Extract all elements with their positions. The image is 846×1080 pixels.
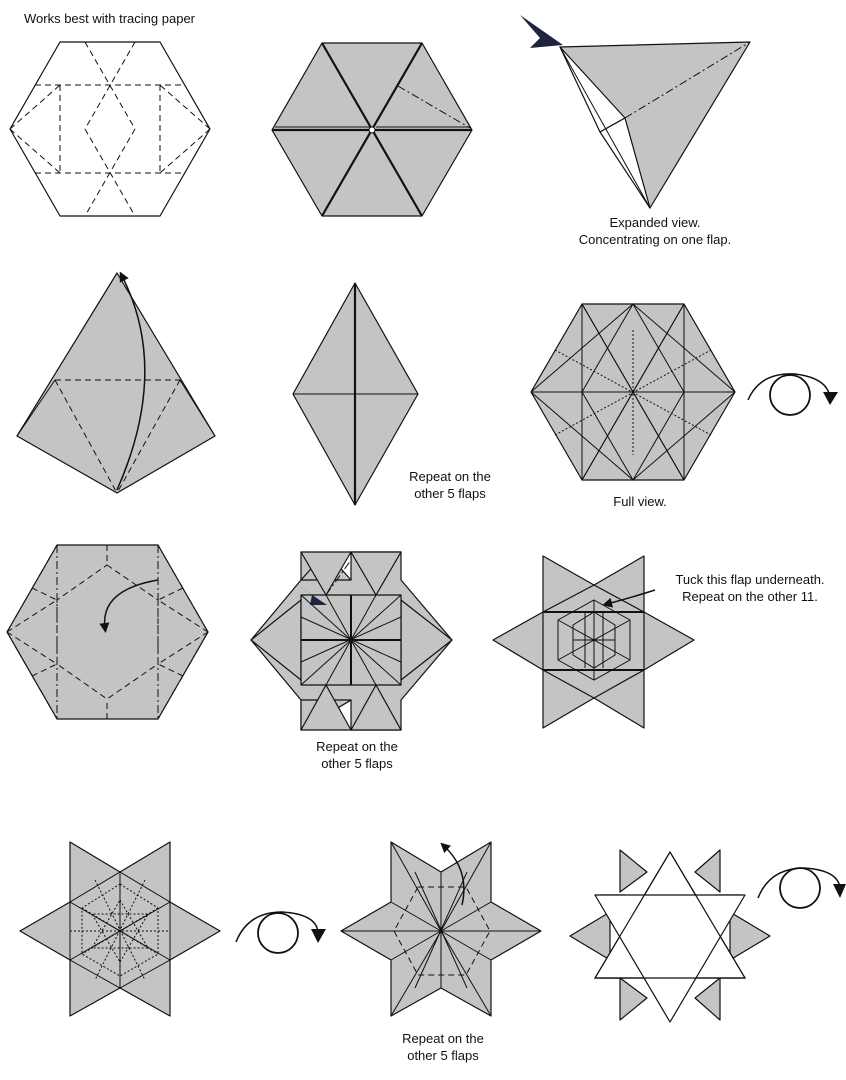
- step-9-star-tuck: [492, 555, 695, 729]
- caption-line: other 5 flaps: [414, 486, 486, 501]
- step-7-hexagon-creases: [6, 544, 209, 720]
- fold-arrow-icon: [116, 271, 146, 491]
- caption-step-8: Repeat on the other 5 flaps: [287, 738, 427, 772]
- caption-line: Repeat on the: [316, 739, 398, 754]
- caption-line: Repeat on the other 11.: [682, 589, 818, 604]
- step-4-triangle-fold: [16, 271, 216, 494]
- turn-over-icon: [747, 373, 838, 416]
- step-1-crease-pattern: [9, 41, 211, 217]
- step-5-kite: [292, 282, 419, 506]
- fold-arrow-icon: [440, 842, 465, 906]
- caption-step-5: Repeat on the other 5 flaps: [380, 468, 520, 502]
- push-arrow-icon: [520, 15, 563, 48]
- caption-line: Concentrating on one flap.: [578, 232, 732, 247]
- caption-step-6: Full view.: [613, 494, 667, 509]
- step-11-star: [340, 841, 542, 1017]
- step-8-star: [250, 551, 453, 731]
- caption-step-3: Expanded view. Concentrating on one flap…: [545, 214, 765, 248]
- caption-line: Expanded view.: [609, 215, 701, 230]
- turn-over-icon: [235, 911, 326, 954]
- caption-line: other 5 flaps: [407, 1048, 479, 1063]
- step-6-full-view: [530, 303, 736, 481]
- turn-over-icon: [757, 867, 846, 909]
- fold-arrow-icon: [602, 589, 656, 608]
- caption-step-9: Tuck this flap underneath. Repeat on the…: [650, 571, 846, 605]
- fold-arrow-icon: [99, 579, 159, 633]
- caption-line: Repeat on the: [409, 469, 491, 484]
- caption-line: other 5 flaps: [321, 756, 393, 771]
- caption-tip: Works best with tracing paper: [24, 11, 195, 26]
- step-3-expanded-flap: [520, 15, 751, 209]
- step-10-star: [19, 841, 221, 1017]
- caption-line: Repeat on the: [402, 1031, 484, 1046]
- caption-step-11: Repeat on the other 5 flaps: [373, 1030, 513, 1064]
- caption-line: Tuck this flap underneath.: [675, 572, 825, 587]
- step-12-final-model: [569, 849, 771, 1023]
- push-arrow-icon: [293, 582, 327, 605]
- step-2-collapsed-hexagon: [271, 42, 473, 217]
